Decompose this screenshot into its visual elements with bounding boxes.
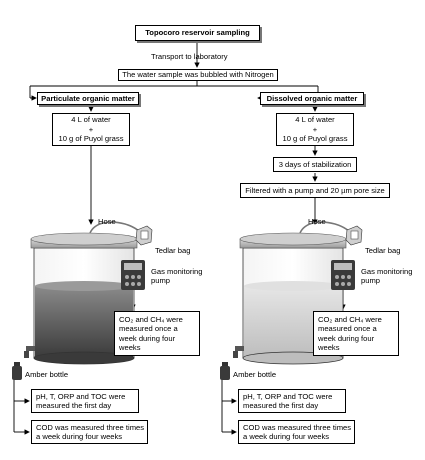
left-tedlar-bag [135, 225, 153, 246]
right-valve [233, 346, 244, 358]
right-cod-text: COD was measured three times a week duri… [243, 422, 352, 441]
left-mix-plus: + [88, 124, 94, 134]
left-tedlar-label: Tedlar bag [155, 246, 191, 255]
right-gas-pump [331, 260, 355, 290]
left-co2-text: CO₂ and CH₄ were measured once a week du… [119, 314, 183, 352]
particulate-heading: Particulate organic matter [37, 92, 139, 105]
right-tedlar-bag [345, 225, 363, 246]
stabilization-box: 3 days of stabilization [273, 157, 357, 172]
right-gas-label: Gas monitoring pump [361, 267, 413, 286]
dissolved-heading-text: Dissolved organic matter [266, 93, 358, 103]
left-reactor-vessel [30, 232, 138, 365]
left-valve [24, 346, 35, 358]
stabilization-text: 3 days of stabilization [278, 159, 352, 169]
nitrogen-box: The water sample was bubbled with Nitrog… [118, 69, 278, 81]
nitrogen-text: The water sample was bubbled with Nitrog… [122, 70, 274, 80]
dissolved-heading: Dissolved organic matter [260, 92, 364, 105]
filtered-text: Filtered with a pump and 20 µm pore size [245, 185, 385, 195]
left-ph-text: pH, T, ORP and TOC were measured the fir… [36, 391, 126, 410]
left-mix-grass: 10 g of Puyol grass [58, 134, 124, 144]
right-tedlar-label: Tedlar bag [365, 246, 401, 255]
filtered-box: Filtered with a pump and 20 µm pore size [240, 183, 390, 198]
right-co2-box: CO₂ and CH₄ were measured once a week du… [313, 311, 399, 356]
right-amber-label: Amber bottle [233, 370, 277, 379]
left-amber-bottle [12, 362, 22, 380]
right-mix-grass: 10 g of Puyol grass [282, 134, 348, 144]
right-mix-plus: + [312, 124, 318, 134]
left-mixture-box: 4 L of water + 10 g of Puyol grass [52, 113, 130, 146]
transport-label: Transport to laboratory [151, 52, 228, 61]
left-cod-box: COD was measured three times a week duri… [31, 420, 148, 444]
right-mix-water: 4 L of water [295, 115, 335, 125]
right-mixture-box: 4 L of water + 10 g of Puyol grass [276, 113, 354, 146]
left-hose-label: Hose [98, 217, 116, 226]
left-co2-box: CO₂ and CH₄ were measured once a week du… [114, 311, 200, 356]
left-cod-text: COD was measured three times a week duri… [36, 422, 145, 441]
left-ph-box: pH, T, ORP and TOC were measured the fir… [31, 389, 139, 413]
right-amber-bottle [220, 362, 230, 380]
right-ph-text: pH, T, ORP and TOC were measured the fir… [243, 391, 333, 410]
right-ph-box: pH, T, ORP and TOC were measured the fir… [238, 389, 346, 413]
left-mix-water: 4 L of water [71, 115, 111, 125]
sampling-box: Topocoro reservoir sampling [135, 25, 260, 41]
particulate-heading-text: Particulate organic matter [41, 93, 135, 103]
left-gas-label: Gas monitoring pump [151, 267, 203, 286]
right-hose-label: Hose [308, 217, 326, 226]
sampling-text: Topocoro reservoir sampling [145, 28, 250, 38]
left-gas-pump [121, 260, 145, 290]
left-amber-label: Amber bottle [25, 370, 69, 379]
right-co2-text: CO₂ and CH₄ were measured once a week du… [318, 314, 382, 352]
right-cod-box: COD was measured three times a week duri… [238, 420, 355, 444]
